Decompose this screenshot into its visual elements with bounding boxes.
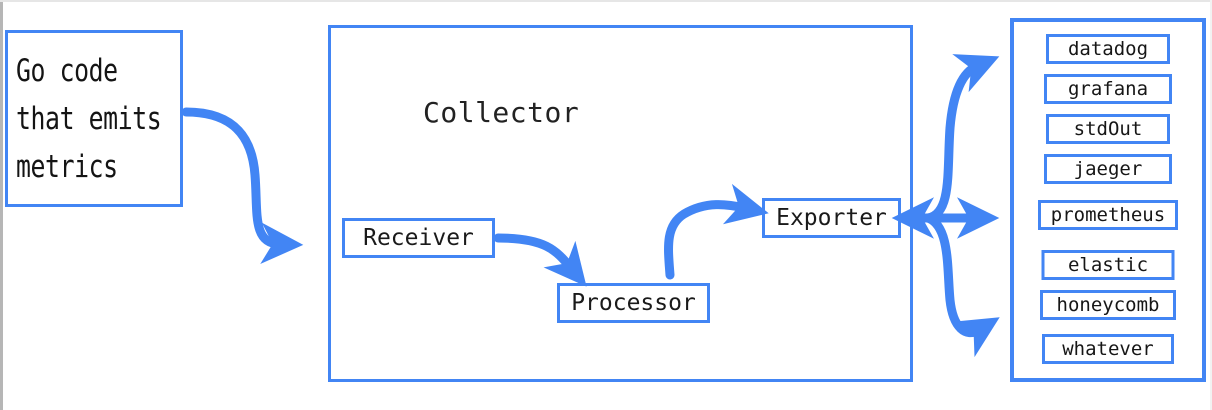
backends-container: datadog grafana stdOut jaeger prometheus… <box>1010 18 1206 382</box>
backend-label-jaeger: jaeger <box>1073 158 1143 180</box>
go-code-line-3: metrics <box>16 148 118 185</box>
backend-label-grafana: grafana <box>1067 78 1149 100</box>
backend-item-honeycomb[interactable]: honeycomb <box>1040 290 1176 320</box>
backend-item-grafana[interactable]: grafana <box>1044 74 1172 104</box>
arrow-exporter-fanout-bottom <box>923 213 1000 358</box>
go-code-line-1: Go code <box>16 52 118 89</box>
backend-item-jaeger[interactable]: jaeger <box>1044 154 1172 184</box>
go-code-source-box: Go code that emits metrics <box>5 30 183 207</box>
processor-box: Processor <box>557 283 710 323</box>
page-edge-left <box>0 0 3 410</box>
backend-item-datadog[interactable]: datadog <box>1046 34 1170 64</box>
page-edge-right <box>1210 0 1212 410</box>
exporter-label: Exporter <box>776 205 887 231</box>
go-code-line-2: that emits <box>16 100 162 137</box>
backend-label-datadog: datadog <box>1067 38 1149 60</box>
processor-label: Processor <box>571 290 696 316</box>
backend-item-stdout[interactable]: stdOut <box>1046 114 1170 144</box>
backend-item-prometheus[interactable]: prometheus <box>1038 200 1178 230</box>
collector-title: Collector <box>423 96 580 129</box>
backend-label-honeycomb: honeycomb <box>1056 294 1160 316</box>
backend-label-prometheus: prometheus <box>1050 204 1166 226</box>
arrow-exporter-fanout-top <box>923 54 1000 223</box>
backend-label-whatever: whatever <box>1062 338 1154 360</box>
backend-label-stdout: stdOut <box>1073 118 1143 140</box>
page-edge-top <box>0 0 1212 2</box>
backend-label-elastic: elastic <box>1067 254 1149 276</box>
arrow-source-to-collector <box>181 107 304 264</box>
receiver-box: Receiver <box>342 218 495 258</box>
backend-item-whatever[interactable]: whatever <box>1042 334 1174 364</box>
receiver-label: Receiver <box>363 225 474 251</box>
backend-item-elastic[interactable]: elastic <box>1041 250 1175 280</box>
exporter-box: Exporter <box>762 198 901 238</box>
